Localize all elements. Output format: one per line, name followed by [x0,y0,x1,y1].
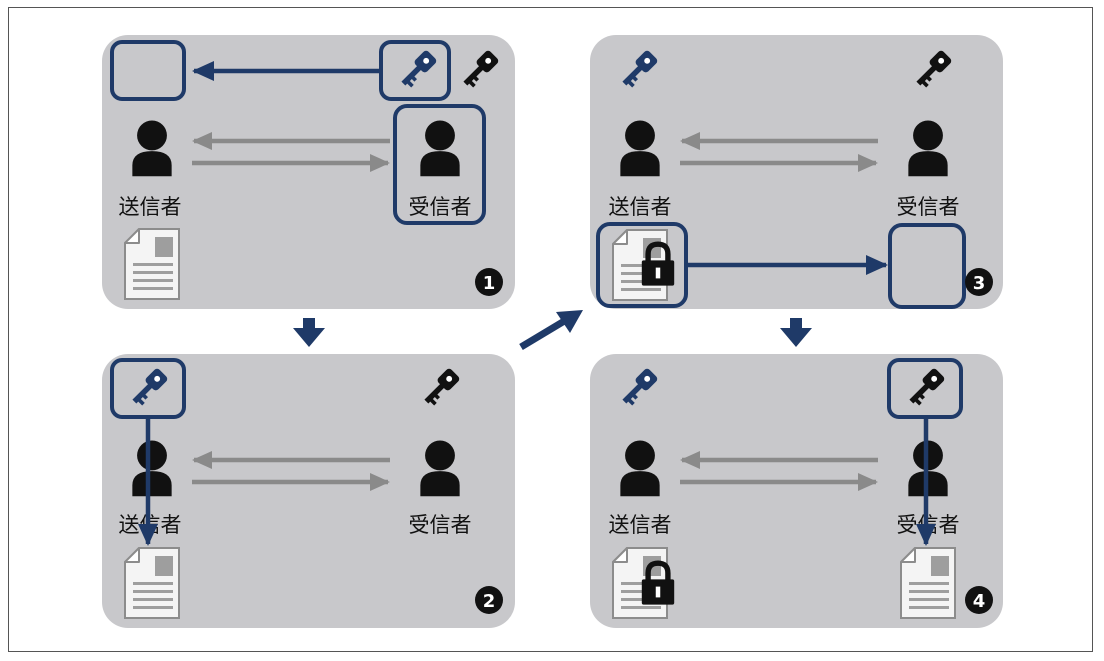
sender-label: 送信者 [609,513,672,537]
panel-2-background [102,354,515,628]
panel-2-sender-key-highlight [110,358,186,419]
flow-arrow-2-to-3 [519,310,583,351]
panel-1-sender-key-slot [110,40,186,101]
step-number: 2 [483,591,496,612]
panel-1: 送信者 受信者 1 [102,35,515,309]
panel-4: 送信者 受信者 4 [590,354,1003,628]
panel-3-encrypted-doc-highlight [596,222,688,308]
flow-arrow-3-to-4 [780,318,812,347]
step-badge [475,586,503,614]
panel-2: 送信者 受信者 2 [102,354,515,628]
step-number: 3 [973,273,986,294]
panel-4-private-key-highlight [887,358,963,419]
panel-1-background [102,35,515,309]
sender-label: 送信者 [119,195,182,219]
panel-4-background [590,354,1003,628]
step-number: 4 [973,591,986,612]
step-badge [965,586,993,614]
panel-1-public-key-highlight [379,40,451,101]
document-icon [900,547,956,619]
receiver-label: 受信者 [409,513,472,537]
step-badge [475,268,503,296]
diagram-frame [8,7,1093,652]
panel-3-receiver-doc-slot [888,223,966,309]
flow-arrow-1-to-2 [293,318,325,347]
receiver-label: 受信者 [409,195,472,219]
sender-label: 送信者 [609,195,672,219]
receiver-label: 受信者 [897,195,960,219]
panel-3-background [590,35,1003,309]
panel-1-receiver-highlight [393,104,486,225]
document-icon [124,228,180,300]
step-number: 1 [483,273,496,294]
panel-3: 送信者 受信者 3 [590,35,1003,309]
document-icon [124,547,180,619]
step-badge [965,268,993,296]
